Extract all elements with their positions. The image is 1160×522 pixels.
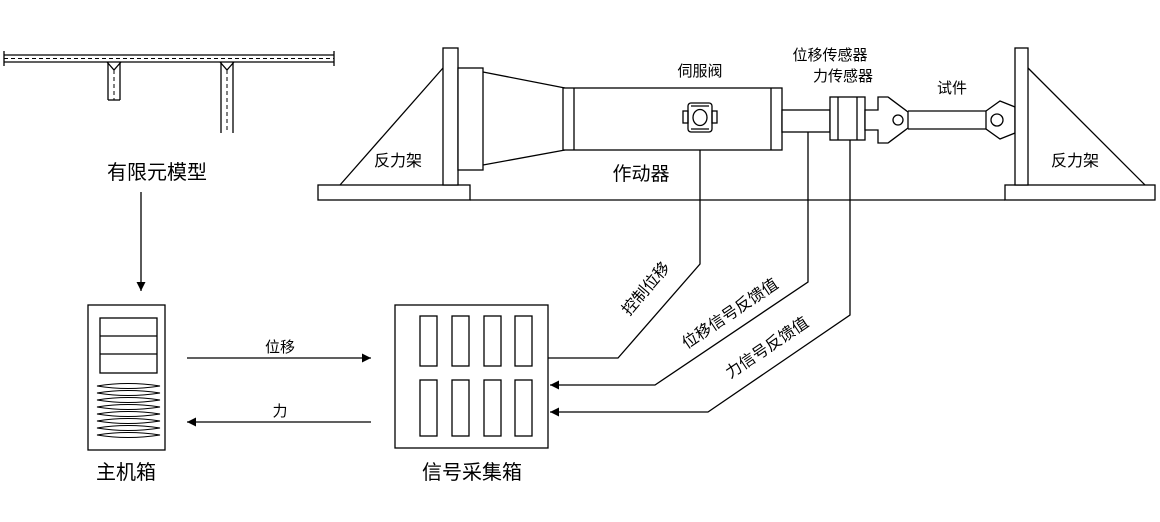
right-reaction-frame-label: 反力架 xyxy=(1051,151,1099,170)
displacement-sensor-label: 位移传感器 xyxy=(792,46,867,64)
actuator-label: 作动器 xyxy=(612,163,669,185)
specimen: 试件 xyxy=(908,79,988,130)
base-left xyxy=(317,184,471,201)
left-reaction-frame-label: 反力架 xyxy=(374,151,422,170)
specimen-label: 试件 xyxy=(937,79,967,97)
fe-model-label: 有限元模型 xyxy=(107,160,207,184)
force-arrow-label: 力 xyxy=(272,402,287,420)
fe-column-left xyxy=(106,61,122,101)
right-reaction-frame: 反力架 xyxy=(1014,47,1146,186)
servo-valve: 伺服阀 xyxy=(677,62,723,133)
fe-column-right xyxy=(219,61,235,133)
sensor-block: 位移传感器 力传感器 xyxy=(792,46,873,141)
base-right xyxy=(1004,184,1156,201)
left-clevis xyxy=(864,96,909,144)
servo-valve-label: 伺服阀 xyxy=(677,62,722,80)
left-reaction-frame: 反力架 xyxy=(339,47,484,186)
signal-box: 信号采集箱 xyxy=(394,304,549,484)
force-arrow: 力 xyxy=(187,402,371,427)
force-sensor-label: 力传感器 xyxy=(813,67,873,85)
test-rig: 反力架 作动器 伺服阀 位移传感器 力传感器 xyxy=(317,46,1156,201)
piston-rod xyxy=(781,109,831,133)
host-box: 主机箱 xyxy=(87,304,166,484)
actuator: 作动器 xyxy=(482,71,783,185)
displacement-arrow-label: 位移 xyxy=(265,338,295,356)
control-displacement-label: 控制位移 xyxy=(618,258,674,319)
host-box-label: 主机箱 xyxy=(96,460,156,484)
right-clevis xyxy=(985,100,1016,140)
displacement-arrow: 位移 xyxy=(187,338,371,363)
finite-element-model: 有限元模型 xyxy=(3,51,335,184)
signal-box-label: 信号采集箱 xyxy=(422,460,522,484)
host-box-vents xyxy=(96,383,161,438)
